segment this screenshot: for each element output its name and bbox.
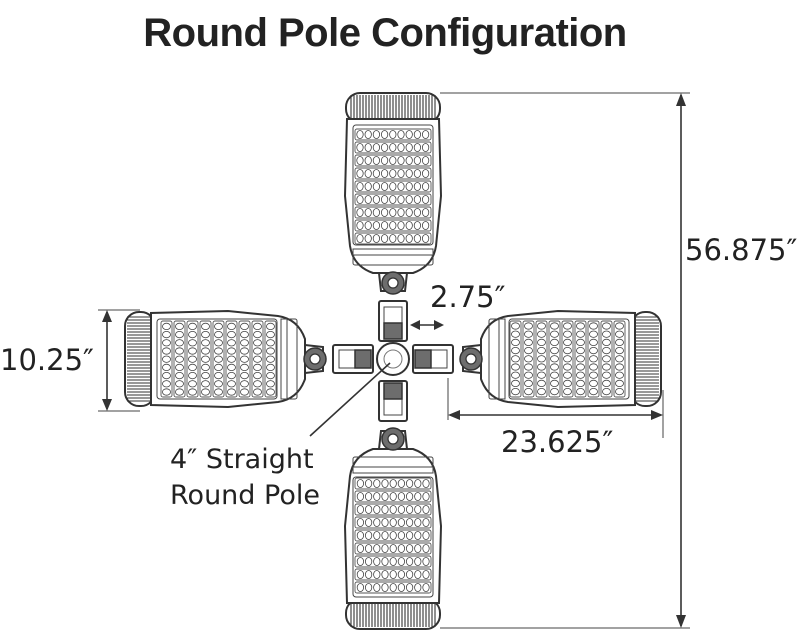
fixture-right xyxy=(412,310,662,408)
gap-label: 2.75″ xyxy=(430,280,506,314)
gap-dimension xyxy=(410,320,444,330)
pole-leader-line xyxy=(309,362,391,437)
arm-length-dimension xyxy=(447,378,664,438)
pole-label-line2: Round Pole xyxy=(170,480,320,511)
height-label: 56.875″ xyxy=(685,233,797,267)
pole-label-line1: 4″ Straight xyxy=(170,444,314,475)
arm-length-label: 23.625″ xyxy=(501,425,613,459)
diagram-title: Round Pole Configuration xyxy=(143,11,627,55)
fixture-left xyxy=(124,310,374,408)
fixture-bottom xyxy=(344,380,442,630)
width-dimension xyxy=(98,309,140,412)
four-fixture-assembly xyxy=(124,92,662,630)
fixture-top xyxy=(344,92,442,342)
height-dimension xyxy=(440,92,690,629)
width-label: 10.25″ xyxy=(0,343,94,377)
